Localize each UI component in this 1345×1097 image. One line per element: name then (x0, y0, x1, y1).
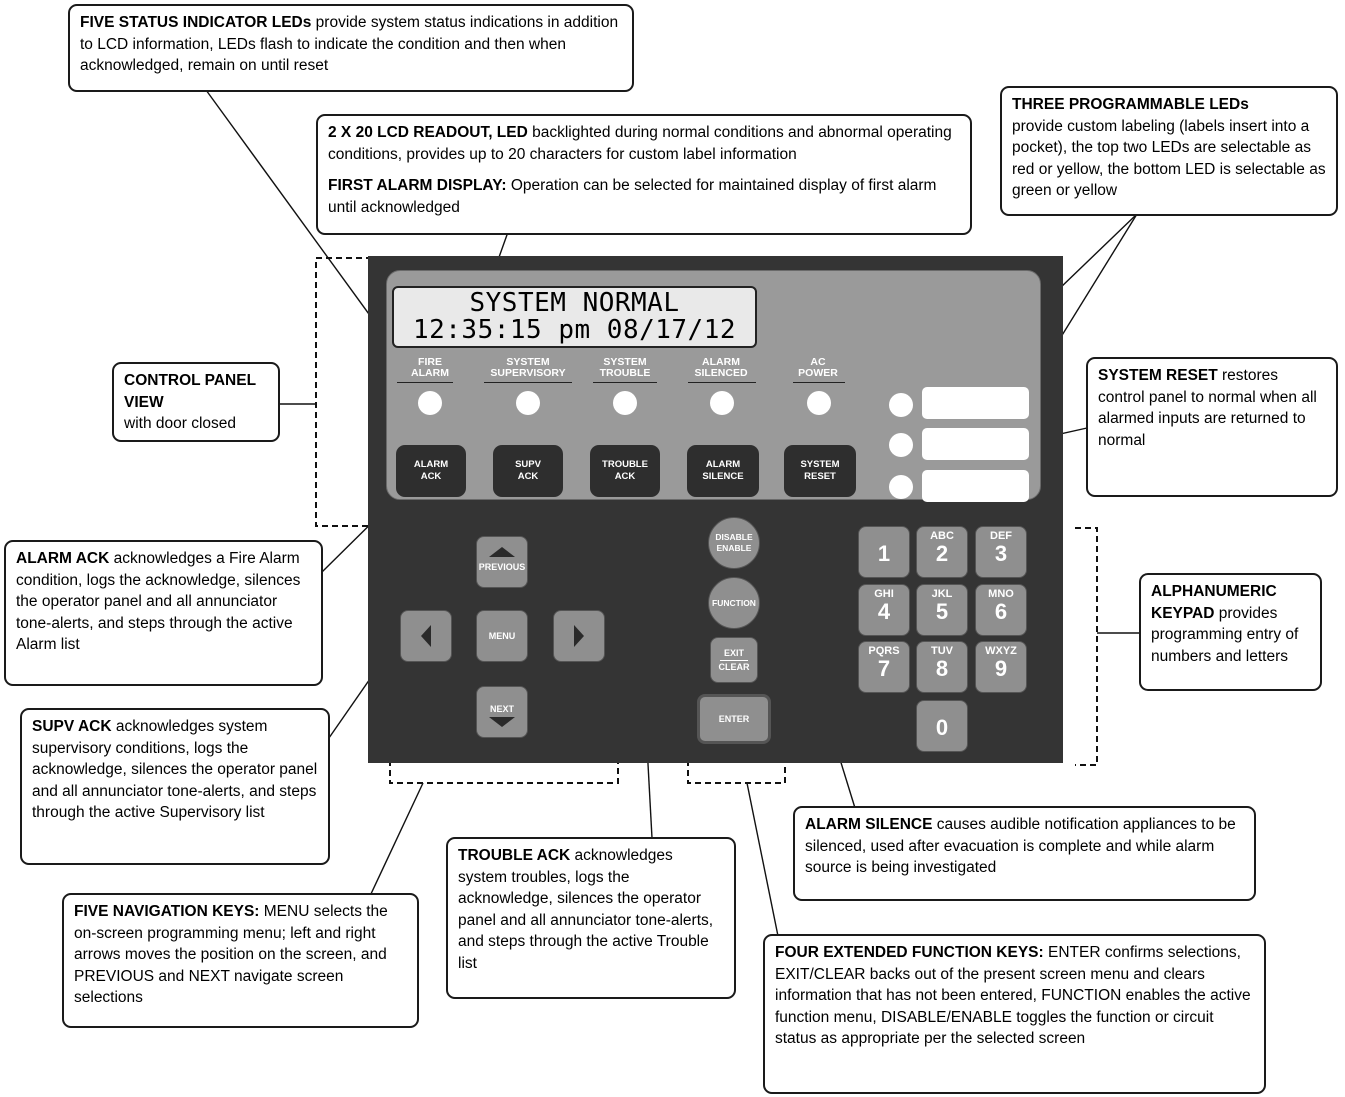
previous-button[interactable]: PREVIOUS (476, 536, 528, 588)
prog-led-3 (889, 475, 913, 499)
led-rule (793, 382, 845, 383)
function-button[interactable]: FUNCTION (708, 577, 760, 629)
callout-supv-ack: SUPV ACK acknowledges system supervisory… (20, 708, 330, 865)
led-ac-power (807, 391, 831, 415)
enter-button[interactable]: ENTER (697, 694, 771, 744)
led-system-trouble (613, 391, 637, 415)
keypad-key-1[interactable]: 1 (858, 526, 910, 578)
prog-led-2 (889, 433, 913, 457)
led-rule (688, 382, 756, 383)
callout-control-panel-view: CONTROL PANEL VIEW with door closed (112, 362, 280, 442)
led-rule (593, 382, 657, 383)
led-fire-alarm (418, 391, 442, 415)
prog-label-slot-2 (922, 428, 1029, 460)
prog-led-1 (889, 393, 913, 417)
leader-ext-keys (746, 782, 779, 937)
lcd-display: SYSTEM NORMAL 12:35:15 pm 08/17/12 (392, 286, 757, 348)
up-arrow-icon (489, 547, 515, 557)
leader-nav-keys (369, 782, 424, 897)
callout-alphanumeric-keypad: ALPHANUMERIC KEYPAD provides programming… (1139, 573, 1322, 691)
right-arrow-icon (574, 625, 584, 647)
right-arrow-button[interactable] (553, 610, 605, 662)
lcd-line-2: 12:35:15 pm 08/17/12 (412, 315, 737, 345)
callout-programmable-leds: THREE PROGRAMMABLE LEDs provide custom l… (1000, 86, 1338, 216)
callout-system-reset: SYSTEM RESET restores control panel to n… (1086, 357, 1338, 497)
lcd-line-1: SYSTEM NORMAL (469, 288, 680, 318)
left-arrow-button[interactable] (400, 610, 452, 662)
callout-status-leds: FIVE STATUS INDICATOR LEDs provide syste… (68, 4, 634, 92)
led-alarm-silenced (710, 391, 734, 415)
menu-button[interactable]: MENU (476, 610, 528, 662)
callout-extended-function-keys: FOUR EXTENDED FUNCTION KEYS: ENTER confi… (763, 934, 1266, 1094)
prog-label-slot-3 (922, 470, 1029, 502)
next-button[interactable]: NEXT (476, 686, 528, 738)
callout-alarm-ack: ALARM ACK acknowledges a Fire Alarm cond… (4, 540, 323, 686)
callout-lcd-readout: 2 X 20 LCD READOUT, LED backlighted duri… (316, 114, 972, 235)
callout-trouble-ack: TROUBLE ACK acknowledges system troubles… (446, 837, 736, 999)
down-arrow-icon (489, 717, 515, 727)
prog-label-slot-1 (922, 387, 1029, 419)
led-system-supervisory (516, 391, 540, 415)
exit-clear-button[interactable]: EXIT CLEAR (710, 637, 758, 683)
led-rule (397, 382, 453, 383)
callout-navigation-keys: FIVE NAVIGATION KEYS: MENU selects the o… (62, 893, 419, 1028)
callout-alarm-silence: ALARM SILENCE causes audible notificatio… (793, 806, 1256, 901)
left-arrow-icon (421, 625, 431, 647)
keypad-bracket (1075, 527, 1098, 766)
led-rule (484, 382, 572, 383)
panel-view-bracket (315, 257, 372, 527)
keypad-key-0[interactable]: 0 (916, 700, 968, 752)
